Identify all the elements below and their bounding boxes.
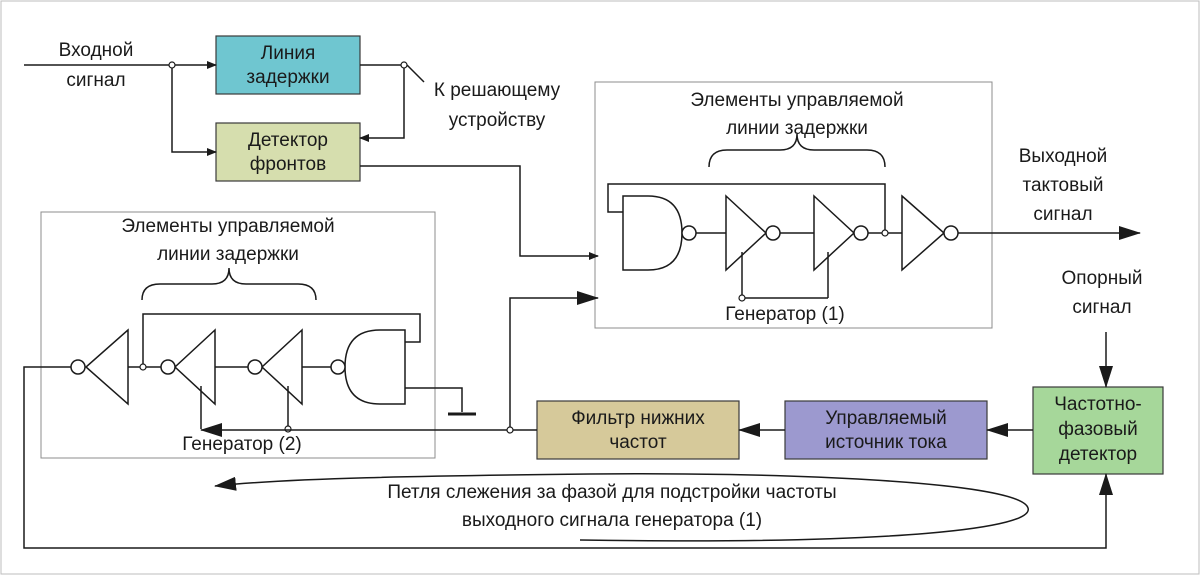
gen1-output-inverter-bubble <box>943 225 959 241</box>
input-junction <box>168 61 176 69</box>
elements-1-label-1: Элементы управляемой <box>690 90 903 111</box>
to-decider-label-1: К решающему <box>434 80 561 101</box>
gen1-feedback-wire <box>607 183 886 230</box>
gen2-output-inverter-bubble <box>70 359 86 375</box>
gen1-inverter-2-bubble <box>853 225 869 241</box>
gen2-output-to-pfd-wire <box>23 366 1113 549</box>
reference-signal-label-1: Опорный <box>1062 268 1143 289</box>
gen1-feedback-junction <box>881 229 889 237</box>
tracking-loop-arrow <box>214 472 1029 542</box>
gen1-nand-gate <box>622 195 683 271</box>
brace-elements-2 <box>141 267 317 301</box>
gen1-nand-bubble <box>681 225 697 241</box>
edge-detector-box <box>215 122 361 182</box>
gen2-nand-gate <box>344 329 406 405</box>
lpf-label-2: частот <box>609 432 667 453</box>
gen1-inverter-1 <box>725 194 768 272</box>
input-to-edge-detector-wire <box>171 68 217 156</box>
to-decider-tick <box>406 64 425 83</box>
gen1-inverter-1-bubble <box>765 225 781 241</box>
delay-line-label-1: Линия <box>261 43 315 64</box>
lpf-to-gen1-wire <box>509 291 599 427</box>
gen2-ground-wire <box>405 387 463 412</box>
elements-2-label-1: Элементы управляемой <box>121 216 334 237</box>
pfd-block: Частотно- фазовый детектор <box>1032 386 1164 475</box>
gen1-inverter-2 <box>813 194 856 272</box>
gen2-output-inverter <box>84 328 129 406</box>
pfd-label-2: фазовый <box>1058 419 1137 440</box>
delay-line-label-2: задержки <box>246 67 329 88</box>
edge-detector-block: Детектор фронтов <box>215 122 361 182</box>
gen2-feedback-junction <box>139 363 147 371</box>
output-clock-label-3: сигнал <box>1033 204 1092 225</box>
delay-line-block: Линия задержки <box>215 35 361 95</box>
output-clock-label-1: Выходной <box>1019 146 1108 167</box>
gen1-output-inverter <box>901 194 946 272</box>
current-source-label-1: Управляемый <box>825 408 947 429</box>
gen2-nand-bubble <box>330 359 346 375</box>
elements-2-label-2: линии задержки <box>157 244 299 265</box>
lpf-box <box>536 400 740 460</box>
generator-1-label: Генератор (1) <box>725 304 844 325</box>
gen2-inverter-1-bubble <box>247 359 263 375</box>
pfd-label-3: детектор <box>1059 444 1137 465</box>
lpf-block: Фильтр нижних частот <box>536 400 740 460</box>
brace-elements-1 <box>708 133 886 168</box>
gen2-inverter-2 <box>173 328 216 406</box>
delay-line-box <box>215 35 361 95</box>
loop-label-1: Петля слежения за фазой для подстройки ч… <box>387 482 836 503</box>
generator-2-label: Генератор (2) <box>182 434 301 455</box>
control-path <box>200 291 1113 437</box>
current-source-label-2: источник тока <box>825 432 947 453</box>
lpf-label-1: Фильтр нижних <box>571 408 705 429</box>
generator-1-gates <box>607 183 1141 302</box>
gen2-inverter-1 <box>260 328 303 406</box>
lpf-out-junction <box>506 426 514 434</box>
gen1-control-junction <box>738 294 746 302</box>
generator-2-frame <box>40 211 436 459</box>
gen2-control-junction <box>284 425 292 433</box>
input-signal-label-2: сигнал <box>66 70 125 91</box>
edge-detector-label-2: фронтов <box>250 154 326 175</box>
elements-1-label-2: линии задержки <box>726 118 868 139</box>
loop-label-2: выходного сигнала генератора (1) <box>462 510 762 531</box>
gen2-inverter-2-bubble <box>160 359 176 375</box>
edge-detector-to-gen1-wire <box>360 165 599 260</box>
delay-out-junction <box>400 61 408 69</box>
generator-1-frame <box>594 81 993 329</box>
input-signal-label-1: Входной <box>59 40 134 61</box>
output-clock-label-2: тактовый <box>1022 175 1103 196</box>
reference-signal-label-2: сигнал <box>1072 297 1131 318</box>
delay-to-edge-detector-wire <box>359 68 405 142</box>
pfd-label-1: Частотно- <box>1054 394 1141 415</box>
current-source-block: Управляемый источник тока <box>784 400 988 460</box>
edge-detector-label-1: Детектор <box>248 130 328 151</box>
input-wiring <box>24 61 425 156</box>
to-decider-label-2: устройству <box>449 110 546 131</box>
generator-2-gates <box>23 313 1113 549</box>
gen2-feedback-wire <box>142 313 421 364</box>
